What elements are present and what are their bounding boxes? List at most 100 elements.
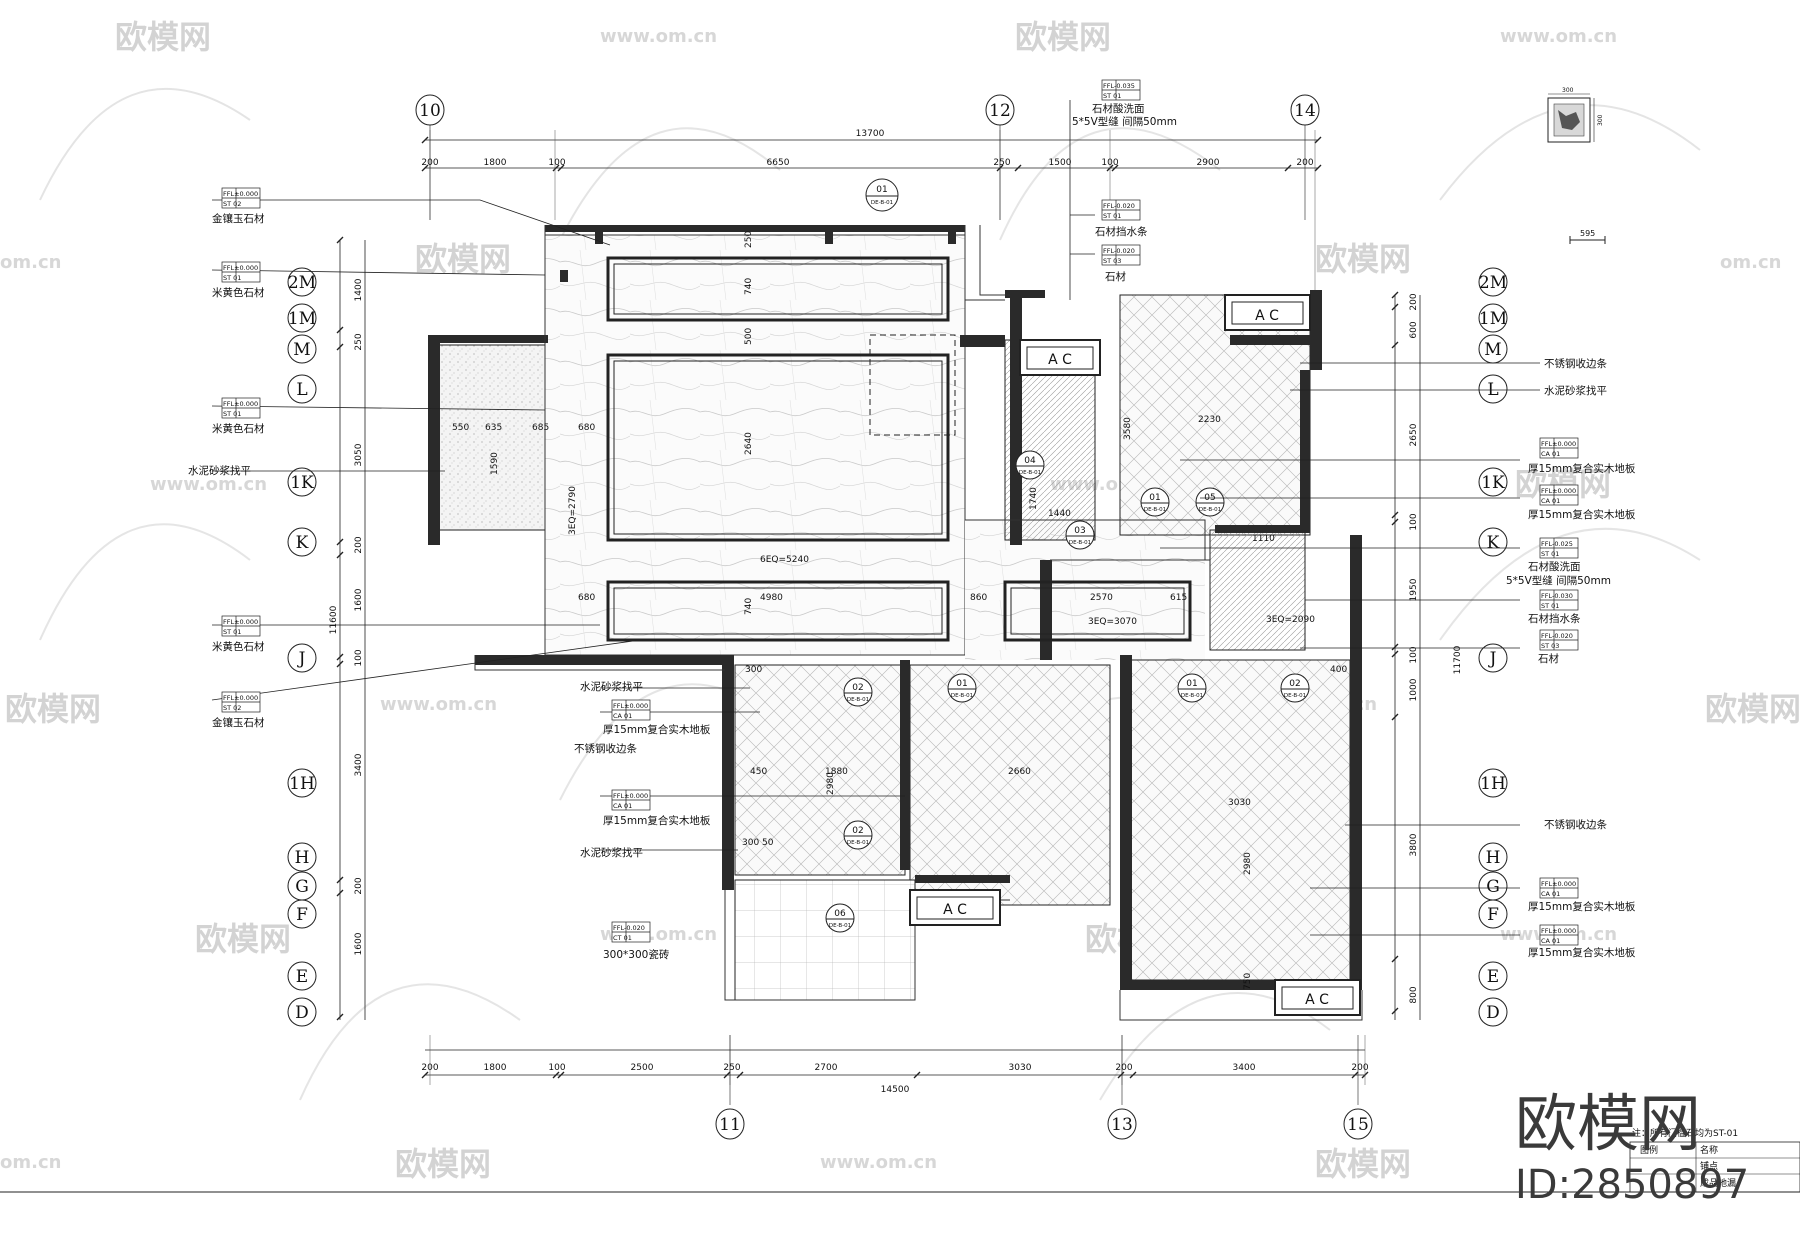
note-label: 石材 [1105, 270, 1127, 283]
tag-code: ST 01 [223, 410, 241, 418]
dim-top-seg: 200 [421, 158, 438, 168]
tag-level: FFL-0.020 [613, 924, 645, 932]
legend-col-label: 名称 [1700, 1144, 1718, 1156]
ac-unit: A C [1019, 339, 1101, 376]
int-dim: 3EQ=2090 [1266, 615, 1315, 625]
dim-bottom-seg: 200 [1115, 1063, 1132, 1073]
grid-label-bottom: 15 [1347, 1115, 1369, 1135]
callout-marker [825, 903, 855, 933]
int-dim: 1110 [1252, 534, 1275, 544]
grid-label-right: M [1484, 340, 1501, 360]
legend-width: 595 [1580, 229, 1595, 238]
tag-level: FFL±0.000 [223, 400, 258, 408]
right-grid-bubbles [1478, 267, 1508, 1027]
note-label: 米黄色石材 [212, 640, 265, 653]
int-dim: 3030 [1228, 798, 1251, 808]
watermark-brand: 欧模网 [1315, 240, 1411, 278]
note-label: 不锈钢收边条 [1544, 818, 1607, 831]
callout-number: 01 [1186, 679, 1197, 689]
dimension-labels: 13700 200 1800 100 6650 250 1500 100 290… [329, 129, 1463, 1095]
grid-label-left: 2M [288, 273, 316, 293]
legend-row-label: 铺点 [1700, 1160, 1718, 1172]
watermark-url-short: om.cn [1720, 252, 1781, 273]
grid-label-left: 1K [290, 473, 314, 493]
dim-right-seg: 100 [1409, 513, 1419, 530]
note-label: 300*300瓷砖 [603, 948, 670, 961]
tag-code: CT 01 [613, 934, 632, 942]
grid-label-left: 1H [289, 774, 315, 794]
tag-level: FFL±0.000 [1541, 927, 1576, 935]
int-dim: 2570 [1090, 593, 1113, 603]
callout-ref: DE-B-01 [1181, 693, 1203, 699]
ac-label: A C [1255, 308, 1279, 324]
int-dim: 635 [485, 423, 502, 433]
callout-ref: DE-B-01 [1284, 693, 1306, 699]
int-dim: 1880 [825, 767, 848, 777]
int-dim: 740 [744, 598, 754, 615]
note-label: 不锈钢收边条 [1544, 357, 1607, 370]
grid-label-right: 2M [1479, 273, 1507, 293]
watermark-brand: 欧模网 [415, 240, 511, 278]
interior-dimensions: 740 250 500 2640 740 4980 6EQ=5240 680 8… [452, 231, 1347, 990]
dim-left-seg: 1600 [354, 588, 364, 611]
grid-label-left: 1M [288, 309, 316, 329]
dim-right-seg: 200 [1409, 293, 1419, 310]
note-label: 米黄色石材 [212, 286, 265, 299]
grid-label-left: D [295, 1003, 309, 1023]
callout-number: 01 [1149, 493, 1160, 503]
note-label: 石材酸洗面 [1092, 102, 1145, 115]
tag-level: FFL-0.020 [1103, 247, 1135, 255]
grid-label-right: 1M [1479, 309, 1507, 329]
watermark-brand: 欧模网 [195, 920, 291, 958]
callout-ref: DE-B-01 [829, 923, 851, 929]
dim-bottom-seg: 3030 [1009, 1063, 1032, 1073]
brand-logo-text: 欧模网 [1515, 1087, 1701, 1160]
int-dim: 1590 [490, 452, 500, 475]
grid-label-left: M [293, 340, 310, 360]
note-label: 石材酸洗面 [1528, 560, 1581, 573]
dim-bottom-seg: 1800 [484, 1063, 507, 1073]
tag-level: FFL±0.000 [223, 190, 258, 198]
tag-level: FFL±0.000 [1541, 440, 1576, 448]
ac-units: A C A C A C A C [909, 294, 1361, 1016]
tag-code: CA 01 [613, 712, 632, 720]
callout-marker [865, 178, 899, 212]
watermark-url-short: om.cn [0, 252, 61, 273]
tag-code: ST 01 [1541, 602, 1559, 610]
int-dim: 2980 [1243, 852, 1253, 875]
grid-label-right: 1K [1481, 473, 1505, 493]
tag-level: FFL-0.030 [1541, 592, 1573, 600]
callout-ref: DE-B-01 [1144, 507, 1166, 513]
dim-right-seg: 1950 [1409, 578, 1419, 601]
dim-right-total: 11700 [1453, 645, 1463, 674]
watermark-brand: 欧模网 [1705, 690, 1800, 728]
watermark-url: www.om.cn [1500, 26, 1617, 47]
grid-label-left: J [297, 649, 306, 669]
tag-code: ST 01 [223, 628, 241, 636]
dim-bottom-seg: 250 [723, 1063, 740, 1073]
callout-number: 02 [1289, 679, 1300, 689]
dim-right-seg: 600 [1409, 321, 1419, 338]
dim-top-seg: 1500 [1049, 158, 1072, 168]
int-dim: 860 [970, 593, 987, 603]
tag-level: FFL-0.035 [1103, 82, 1135, 90]
tag-code: CA 01 [613, 802, 632, 810]
dim-bottom-seg: 100 [548, 1063, 565, 1073]
walls [428, 225, 1362, 990]
callout-ref: DE-B-01 [871, 200, 893, 206]
dim-left-seg: 1400 [354, 278, 364, 301]
note-label: 厚15mm复合实木地板 [1528, 946, 1636, 959]
callout-ref: DE-B-01 [1199, 507, 1221, 513]
grid-label-right: 1H [1480, 774, 1506, 794]
callout-marker [1177, 673, 1207, 703]
tag-level: FFL±0.000 [1541, 880, 1576, 888]
thumb-width: 300 [1562, 87, 1574, 94]
grid-axes [287, 94, 1508, 1140]
tag-level: FFL±0.000 [1541, 487, 1576, 495]
dim-right-seg: 1000 [1409, 678, 1419, 701]
int-dim: 2640 [744, 432, 754, 455]
watermark-url: www.om.cn [150, 474, 267, 495]
grid-label-left: L [296, 380, 307, 400]
tag-level: FFL±0.000 [223, 694, 258, 702]
grid-label-left: H [295, 848, 310, 868]
